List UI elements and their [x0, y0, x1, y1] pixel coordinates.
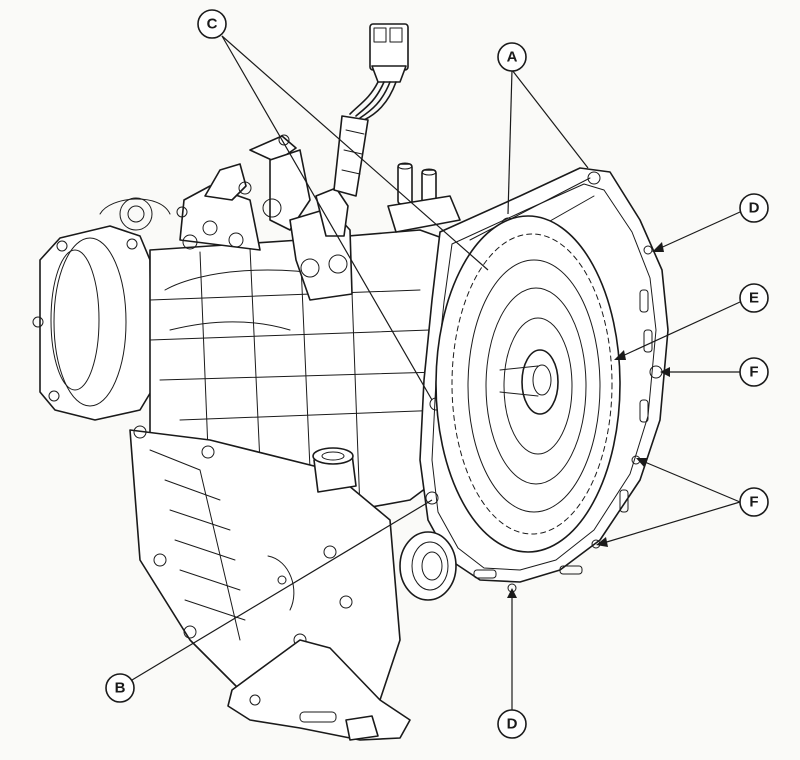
callout-f-right-circle: [739, 357, 769, 387]
filler-plug: [312, 447, 357, 493]
callout-b-label: B: [115, 680, 126, 697]
callout-a: A: [497, 42, 589, 215]
wiring-harness: [333, 23, 409, 197]
callout-f-right: F: [660, 357, 769, 387]
transaxle-illustration: [32, 23, 669, 741]
callout-d-bottom-label: D: [507, 716, 518, 733]
callout-e: E: [614, 283, 769, 360]
callout-f-lower-circle: [739, 487, 769, 517]
callout-d-right-label: D: [749, 200, 760, 217]
callout-c-label: C: [207, 16, 218, 33]
callout-d-bottom-circle: [497, 709, 527, 739]
torque-converter: [435, 215, 621, 553]
callout-e-label: E: [749, 290, 759, 307]
shift-lever-assembly: [176, 134, 353, 301]
callout-b: B: [105, 499, 433, 703]
lower-side-panel: [129, 425, 401, 721]
callout-a-label: A: [507, 49, 518, 66]
callout-d-right-circle: [739, 193, 769, 223]
callout-c-circle: [197, 9, 227, 39]
callout-f-lower-label: F: [749, 494, 758, 511]
callout-b-circle: [105, 673, 135, 703]
callout-a-circle: [497, 42, 527, 72]
callout-e-circle: [739, 283, 769, 313]
callout-d-right: D: [652, 193, 769, 252]
callout-c: C: [197, 9, 489, 401]
callout-f-right-label: F: [749, 364, 758, 381]
callout-f-lower: F: [596, 458, 769, 547]
mounting-bracket: [227, 639, 411, 741]
callouts: A C D E F: [105, 9, 769, 739]
axle-seal: [399, 531, 457, 601]
cooler-fittings: [387, 162, 461, 233]
callout-d-bottom: D: [497, 588, 527, 739]
